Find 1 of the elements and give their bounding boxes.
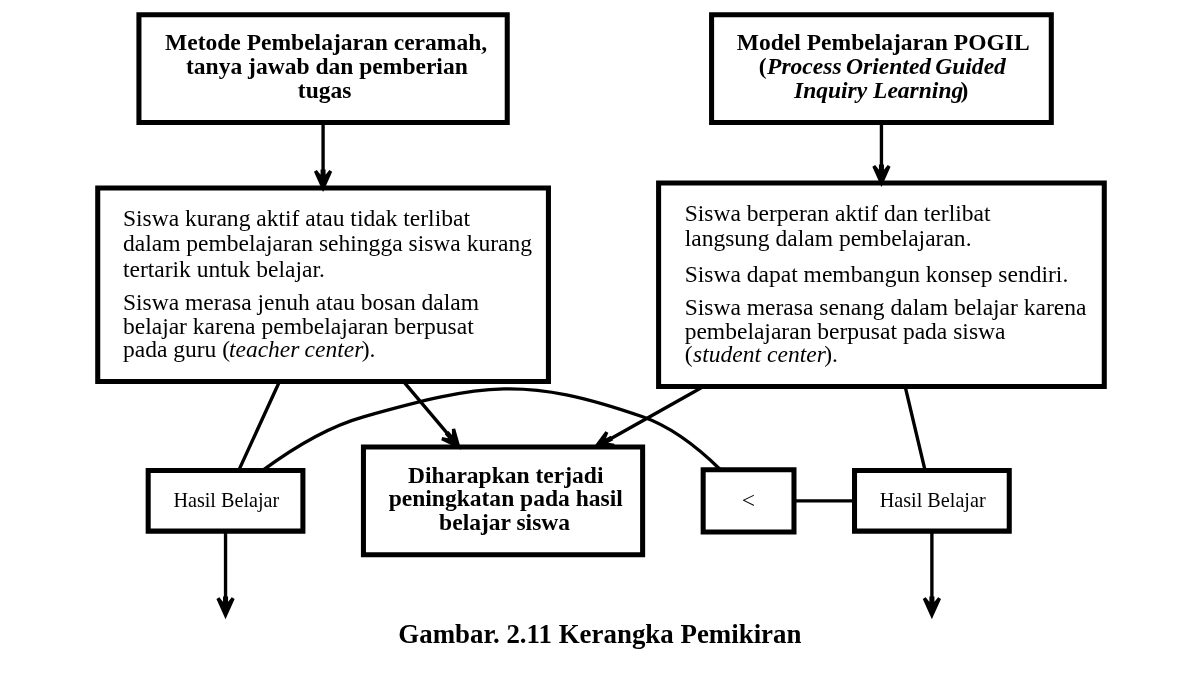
- caption: Gambar. 2.11 Kerangka Pemikiran: [398, 619, 802, 650]
